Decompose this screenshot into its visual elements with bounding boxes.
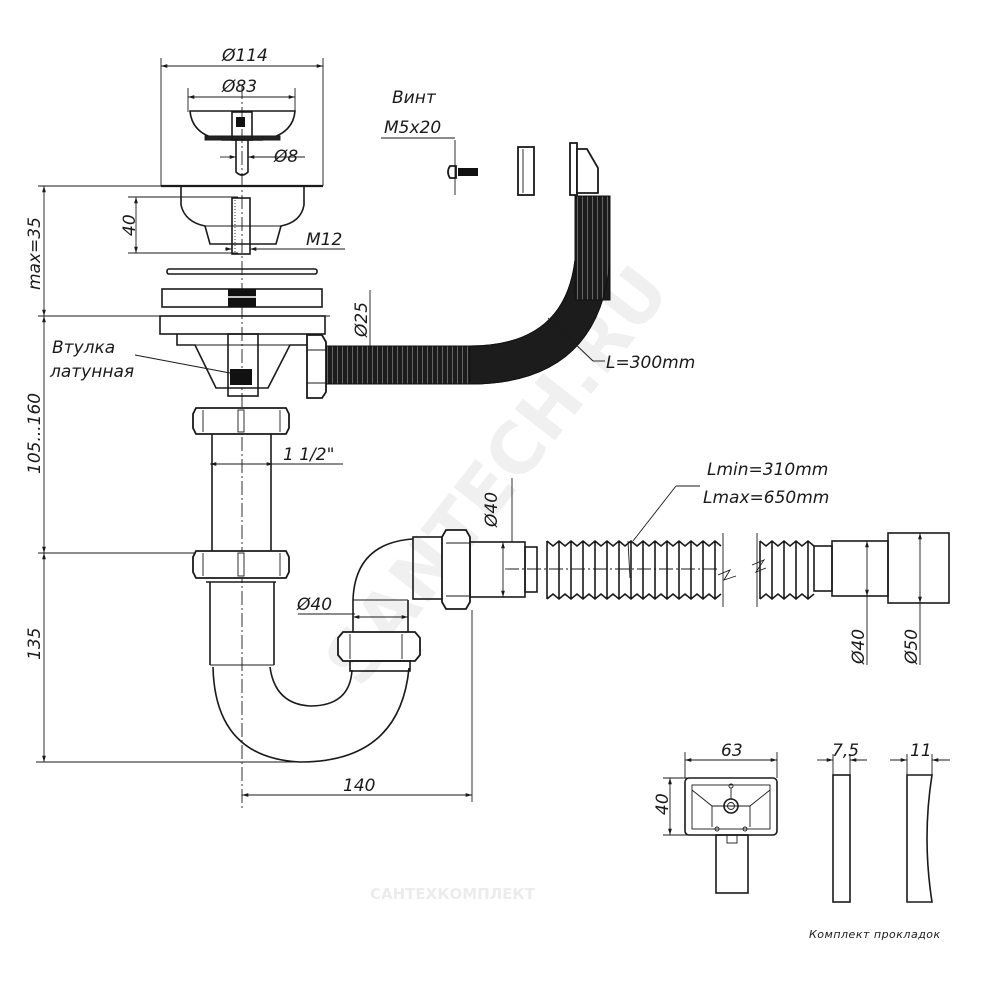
gasket-thickness-b-label: 11 (910, 741, 932, 761)
gasket-set-caption: Комплект прокладок (809, 928, 941, 941)
strainer-assembly (128, 58, 345, 308)
counter-thickness-dimension (38, 185, 330, 317)
gasket-width-label: 63 (721, 741, 743, 761)
trap-dimensions (36, 553, 473, 802)
outlet-inlet-diameter-label: Ø40 (482, 492, 502, 528)
sleeve-label-line2: латунная (49, 362, 134, 382)
overflow-hose-length-label: L=300mm (606, 353, 695, 373)
siphon-trap (209, 529, 471, 763)
strainer-outer-diameter-label: Ø114 (221, 46, 268, 66)
overflow-hose-diameter-label: Ø25 (352, 302, 372, 338)
trap-width-label: 140 (343, 776, 375, 796)
corrugated-outlet-pipe (469, 478, 950, 665)
gasket-height-label: 40 (653, 793, 673, 815)
overflow-hose (325, 137, 611, 385)
strainer-inner-diameter-label: Ø83 (221, 77, 257, 97)
outlet-length-min-label: Lmin=310mm (707, 460, 828, 480)
screw-size-label: M5x20 (384, 118, 441, 138)
sleeve-label-line1: Втулка (52, 338, 115, 358)
counter-thickness-label: max=35 (25, 217, 45, 290)
strainer-height-label: 40 (120, 214, 140, 236)
upper-height-dimension (38, 316, 196, 554)
pipe-thread-label: 1 1/2" (283, 445, 334, 465)
gasket-thickness-a-label: 7,5 (832, 741, 859, 761)
trap-pipe-diameter-label: Ø40 (296, 595, 332, 615)
siphon-upper-body (159, 315, 343, 583)
trap-height-label: 135 (25, 628, 45, 660)
svg-text:САНТЕХКОМПЛЕКТ: САНТЕХКОМПЛЕКТ (370, 885, 536, 903)
gasket-set (663, 752, 950, 903)
outlet-length-max-label: Lmax=650mm (703, 488, 829, 508)
outlet-end-outer-diameter-label: Ø50 (902, 629, 922, 665)
outlet-end-inner-diameter-label: Ø40 (849, 629, 869, 665)
stem-diameter-label: Ø8 (273, 147, 298, 167)
thread-label: M12 (306, 230, 342, 250)
brand-watermark: САНТЕХКОМПЛЕКТ (370, 885, 536, 903)
screw-label: Винт (392, 88, 437, 108)
upper-height-label: 105...160 (25, 393, 45, 474)
